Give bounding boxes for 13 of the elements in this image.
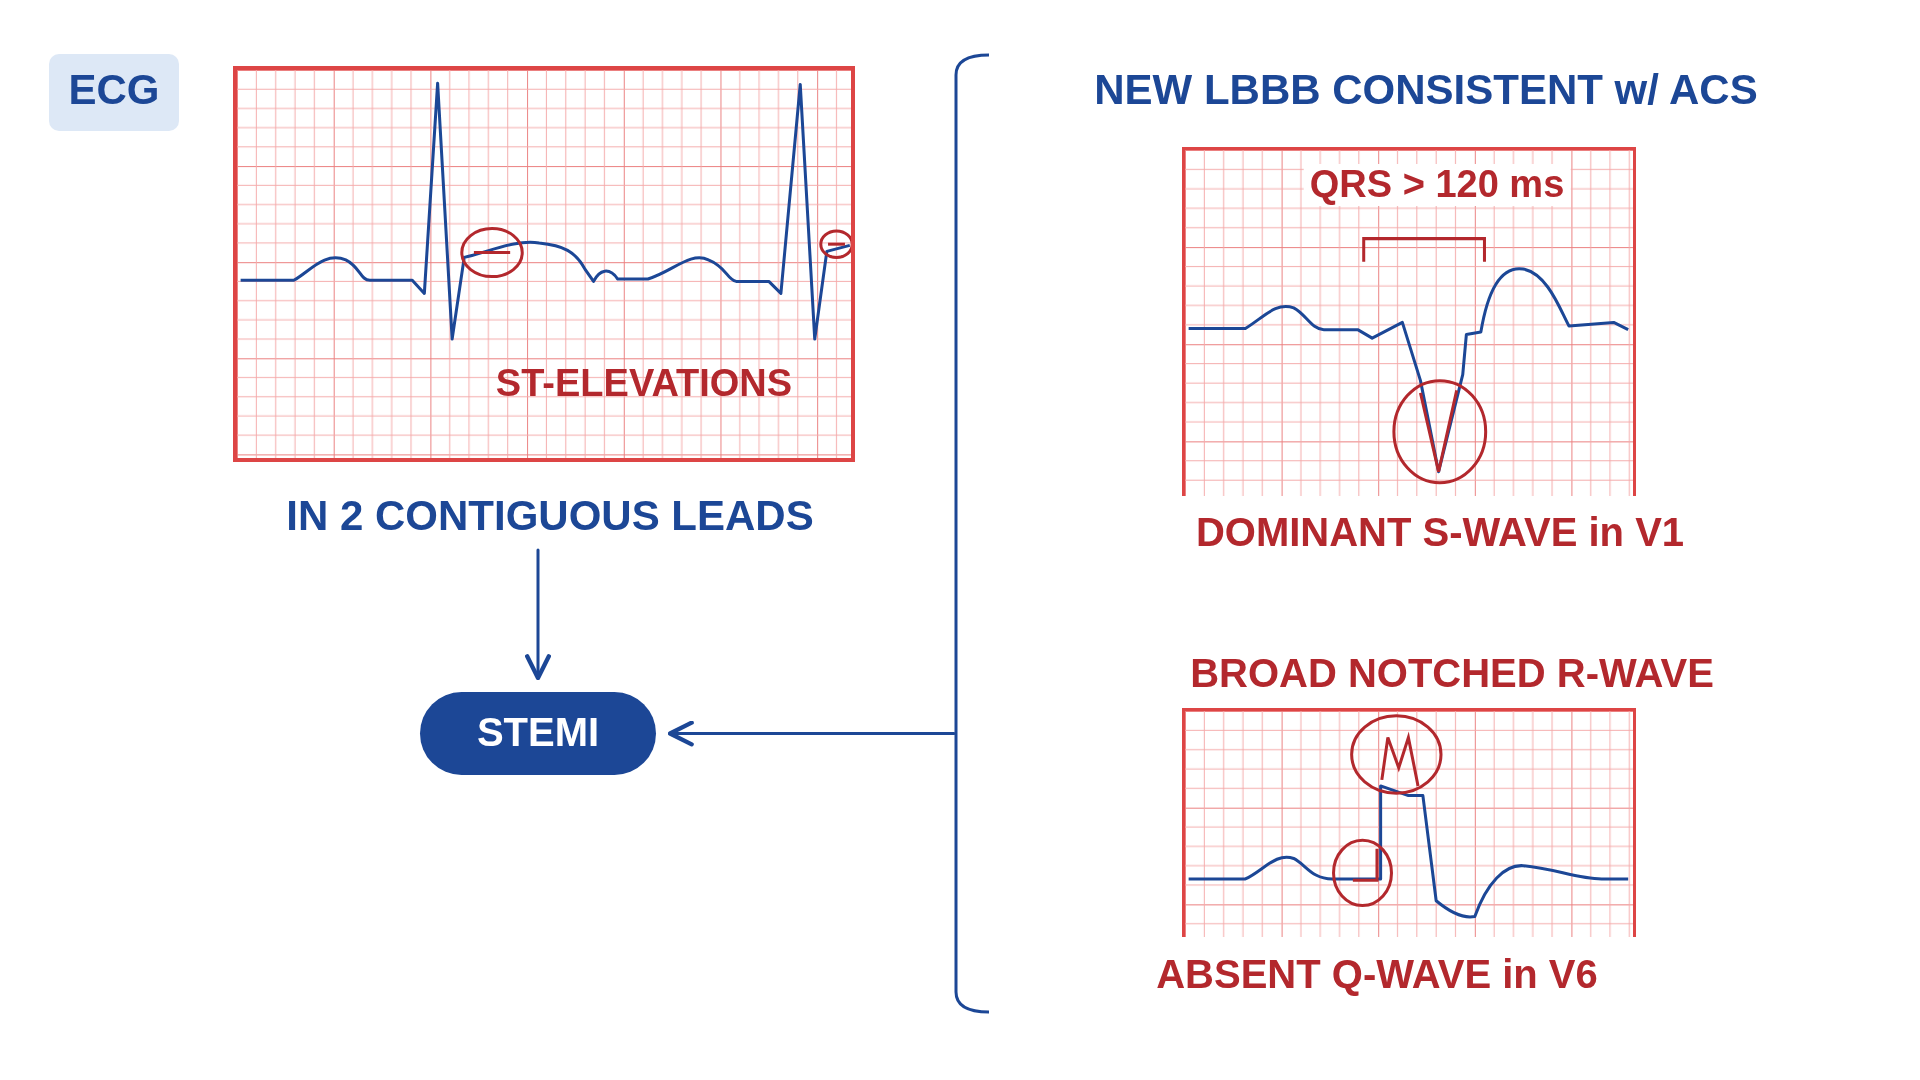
caption-text: BROAD NOTCHED R-WAVE [1189,651,1715,695]
caption-text: DOMINANT S-WAVE in V1 [1194,510,1686,554]
heading-text: NEW LBBB CONSISTENT w/ ACS [1093,66,1759,113]
arrow [667,720,956,747]
title-text: ECG [67,66,161,113]
caption-text: IN 2 CONTIGUOUS LEADS [285,492,815,539]
measurement-text: QRS > 120 ms [1303,164,1571,206]
annotation-text: ST-ELEVATIONS [494,363,794,405]
bracket [954,53,990,1014]
arrow [525,548,551,681]
caption-text: ABSENT Q-WAVE in V6 [1155,952,1599,996]
title-badge [49,54,179,131]
result-text: STEMI [475,710,601,754]
